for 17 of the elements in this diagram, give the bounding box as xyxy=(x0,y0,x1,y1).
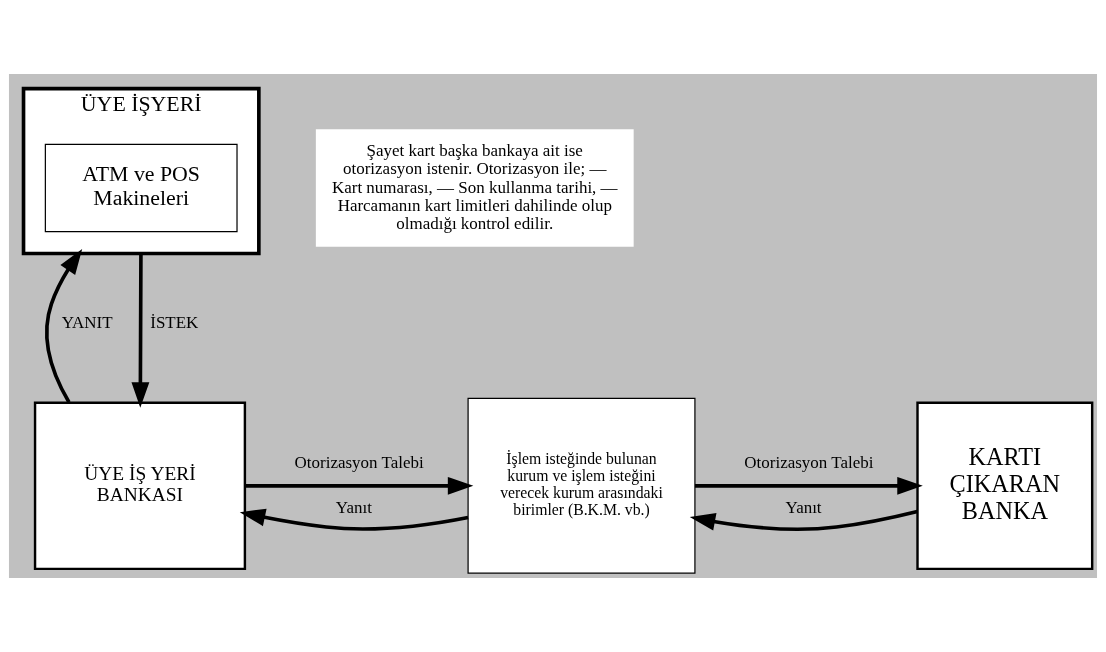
arrow xyxy=(239,508,469,531)
node-box: İşlem isteğinde bulunan kurum ve işlem isteğini verecek kurum arasındaki birimler (B.K.M. vb.) xyxy=(467,397,696,574)
arrow xyxy=(45,248,83,404)
arrow xyxy=(245,476,474,495)
arrow xyxy=(694,476,923,495)
arrow xyxy=(689,509,918,532)
edge-label: İSTEK xyxy=(150,312,199,332)
edge-label: Yanıt xyxy=(335,498,372,518)
edge-label: YANIT xyxy=(61,312,113,332)
edge-label: Otorizasyon Talebi xyxy=(744,453,874,473)
node-box: Şayet kart başka bankaya ait ise otorizasyon istenir. Otorizasyon ile; — Kart numarası, — Son kullanma tarihi, — Harcamanın kart limitleri dahilinde olup olmadığı kontrol edilir. xyxy=(315,129,634,247)
edge-label: Otorizasyon Talebi xyxy=(294,453,424,473)
arrow xyxy=(131,253,150,408)
node-box: ÜYE İŞ YERİ BANKASI xyxy=(33,401,247,571)
node-box: ATM ve POS Makineleri xyxy=(44,143,238,233)
edge-label: Yanıt xyxy=(785,498,822,518)
node-box: KARTI ÇIKARAN BANKA xyxy=(916,401,1094,571)
